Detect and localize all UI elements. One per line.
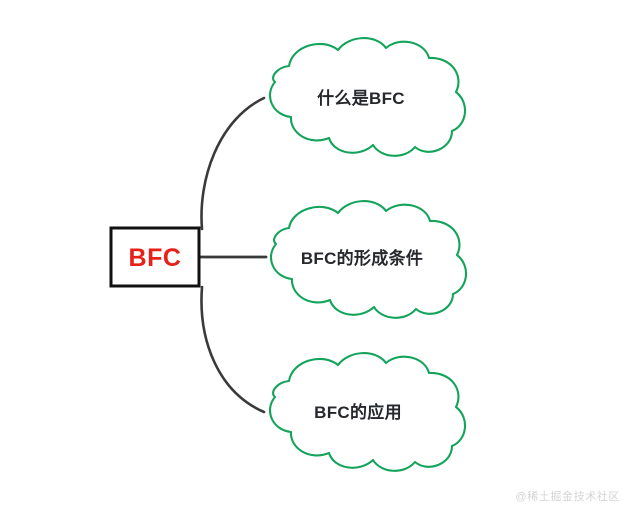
root-node-bfc[interactable]: BFC: [109, 226, 201, 288]
watermark-label: @稀土掘金技术社区: [515, 489, 620, 503]
cloud-node-bfc-usage[interactable]: BFC的应用: [269, 352, 466, 472]
connector-group: [198, 96, 268, 414]
cloud-node-what-is-bfc[interactable]: 什么是BFC: [269, 37, 466, 157]
cloud-shape: [270, 200, 467, 319]
cloud-label: BFC的应用: [314, 402, 402, 422]
root-node-box: [109, 226, 201, 288]
cloud-label: BFC的形成条件: [301, 248, 423, 268]
connector-curve-top: [200, 96, 266, 231]
cloud-shape: [269, 37, 466, 157]
cloud-shape: [269, 352, 466, 472]
cloud-label: 什么是BFC: [317, 88, 405, 108]
connector-curve-bottom: [200, 285, 266, 414]
cloud-node-bfc-conditions[interactable]: BFC的形成条件: [270, 200, 467, 319]
root-node-label: BFC: [129, 244, 182, 272]
